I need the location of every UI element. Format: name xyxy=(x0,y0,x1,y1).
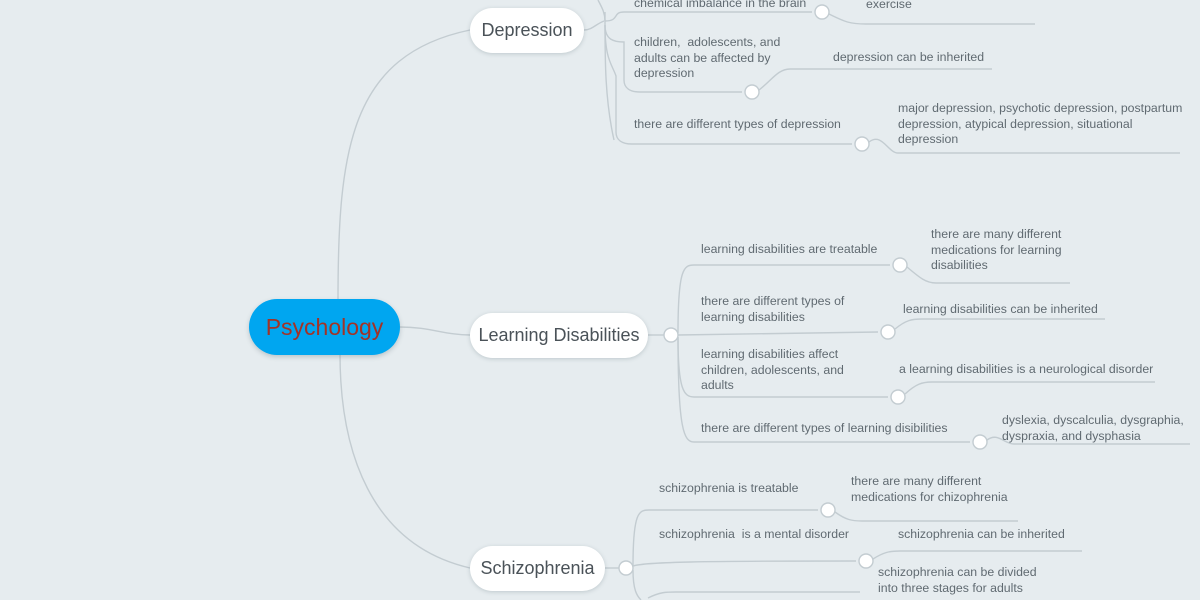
wire-root-to-schizophrenia xyxy=(339,353,471,569)
branch-node-schizophrenia[interactable]: Schizophrenia xyxy=(470,546,605,591)
leaf-text[interactable]: schizophrenia can be inherited xyxy=(898,527,1065,541)
branch-node-label: Schizophrenia xyxy=(480,558,595,578)
leaf-text[interactable]: learning disabilities can be inherited xyxy=(903,302,1098,316)
junction-circle xyxy=(854,136,870,152)
leaf-text[interactable]: there are different types of learning di… xyxy=(701,294,845,324)
wire-schizophrenia-3 xyxy=(632,569,642,600)
junction-circle xyxy=(858,553,874,569)
leaf-text[interactable]: there are different types of learning di… xyxy=(701,421,948,435)
wire-depression-spine xyxy=(604,12,615,141)
wire-schizophrenia-3-out xyxy=(647,591,860,599)
leaf-text[interactable]: schizophrenia is a mental disorder xyxy=(659,527,850,541)
leaf-text[interactable]: there are many different medications for… xyxy=(851,474,1008,504)
branch-node-learning-disabilities[interactable]: Learning Disabilities xyxy=(470,313,648,358)
wire-schizophrenia-2-out xyxy=(872,550,1082,560)
leaf-text[interactable]: major depression, psychotic depression, … xyxy=(898,101,1183,146)
wire-learning-3-out xyxy=(904,381,1155,395)
wire-depression-stem xyxy=(583,20,605,31)
leaf-text[interactable]: there are different types of depression xyxy=(634,117,841,131)
leaf-text[interactable]: there are many different medications for… xyxy=(931,227,1062,272)
junction-circle xyxy=(820,502,836,518)
leaf-text[interactable]: schizophrenia can be divided into three … xyxy=(878,565,1037,595)
leaf-text[interactable]: exercise xyxy=(866,0,912,11)
wire-depression-a xyxy=(604,11,812,22)
wire-learning-2-out xyxy=(894,318,1105,330)
leaf-text[interactable]: children, adolescents, and adults can be… xyxy=(634,35,781,80)
leaf-text[interactable]: a learning disabilities is a neurologica… xyxy=(899,362,1154,376)
junction-circle xyxy=(880,324,896,340)
branch-node-label: Depression xyxy=(481,20,573,40)
wire-depression-spine-up xyxy=(597,0,606,22)
branch-node-depression[interactable]: Depression xyxy=(470,8,584,53)
junction-circle xyxy=(744,84,760,100)
wire-root-to-learning xyxy=(399,326,471,336)
leaf-text[interactable]: learning disabilities affect children, a… xyxy=(701,347,844,392)
wire-root-to-depression xyxy=(337,29,471,301)
junction-circle xyxy=(663,327,679,343)
leaf-text[interactable]: chemical imbalance in the brain xyxy=(634,0,807,10)
junction-circle xyxy=(892,257,908,273)
junction-circle xyxy=(890,389,906,405)
wire-schizophrenia-1-out xyxy=(834,511,1018,522)
root-node-label: Psychology xyxy=(265,313,384,340)
leaf-text[interactable]: dyslexia, dyscalculia, dysgraphia, dyspr… xyxy=(1002,413,1184,443)
leaf-text[interactable]: schizophrenia is treatable xyxy=(659,481,799,495)
wire-depression-a-out xyxy=(828,13,1035,25)
junction-circle xyxy=(972,434,988,450)
root-node-psychology[interactable]: Psychology xyxy=(249,299,400,355)
wire-learning-2 xyxy=(677,331,879,336)
junction-circle xyxy=(618,560,634,576)
leaf-text[interactable]: learning disabilities are treatable xyxy=(701,242,878,256)
wire-schizophrenia-2 xyxy=(632,560,857,567)
leaf-text[interactable]: depression can be inherited xyxy=(833,50,985,64)
branch-node-label: Learning Disabilities xyxy=(478,325,640,345)
